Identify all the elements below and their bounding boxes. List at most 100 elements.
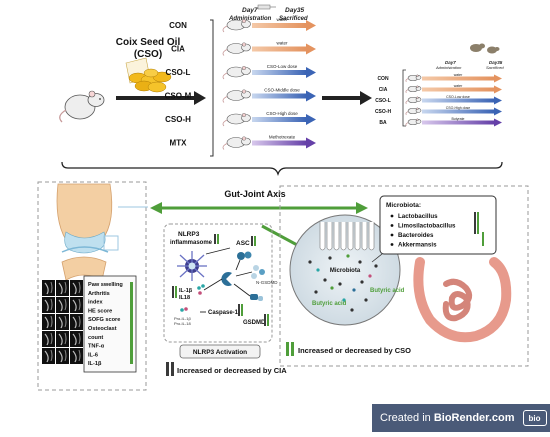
- mouse-icon: [470, 43, 500, 54]
- butyric-acid-label-1: Butyric acid: [370, 288, 405, 294]
- histology-image-grid: [42, 280, 83, 364]
- group-code: CON: [169, 21, 187, 30]
- joint-param-item: IL-1β: [88, 361, 102, 367]
- pro-il18-label: Pro-IL-18: [174, 321, 191, 326]
- group-timeline-bar: [252, 93, 306, 99]
- ngsdmd-icon: [251, 265, 265, 279]
- group2-timeline-bar: [422, 109, 494, 114]
- group-treatment: CSO-Low dose: [267, 64, 298, 69]
- bacterium-dot: [308, 260, 312, 264]
- nlrp3-label: NLRP3: [178, 231, 200, 238]
- il18-label: IL18: [179, 295, 190, 301]
- histology-image: [70, 280, 83, 296]
- group2-timeline-bar: [422, 120, 494, 125]
- group2-timeline-arrowhead: [494, 85, 502, 94]
- group-timeline-arrowhead: [306, 20, 316, 31]
- joint-param-item: IL-6: [88, 352, 98, 358]
- rat-icon: [222, 19, 251, 33]
- joint-param-item: Arthritis: [88, 291, 110, 297]
- groups-bracket: [210, 19, 214, 157]
- biorender-credit: Created in BioRender.com bio: [372, 404, 550, 432]
- bacterium-dot: [352, 288, 356, 292]
- group-code: CIA: [171, 45, 185, 54]
- group2-code: CSO-H: [375, 109, 392, 115]
- rat-icon: [405, 85, 422, 94]
- microbiota-list: LactobacillusLimosilactobacillusBacteroi…: [390, 213, 456, 249]
- histology-image: [42, 280, 55, 296]
- bacterium-dot: [374, 264, 378, 268]
- histology-image: [56, 331, 69, 347]
- group2-treatment: CSO-High dose: [446, 106, 471, 110]
- rat-icon: [59, 90, 105, 123]
- nlrp3-pathway-arrows: [200, 247, 253, 313]
- legend-cso-label: Increased or decreased by CSO: [298, 346, 411, 355]
- group-timeline-arrowhead: [306, 114, 316, 125]
- day35-label-2: Day35: [489, 60, 503, 65]
- bacterium-dot: [360, 280, 364, 284]
- administration-label-2: Administration: [435, 65, 462, 70]
- group-code: CSO-H: [165, 115, 191, 124]
- arrow-to-groups: [116, 91, 206, 105]
- group2-treatment: water: [454, 84, 463, 88]
- inflammasome-icon: [177, 251, 207, 281]
- microbiota-title: Microbiota:: [386, 202, 421, 209]
- histology-image: [56, 297, 69, 313]
- gut-panel: [279, 185, 529, 367]
- asc-label: ASC: [236, 240, 250, 247]
- microbiota-box: [379, 195, 497, 255]
- bacterium-dot: [358, 260, 362, 264]
- joint-panel: [37, 181, 147, 391]
- rat-icon: [222, 65, 251, 80]
- bullet-icon: [390, 214, 394, 218]
- inflammasome-label: inflammasome: [170, 240, 213, 246]
- nlrp3-panel: [163, 223, 273, 343]
- nlrp3-activation-box: [179, 344, 261, 359]
- sacrificed-label: Sacrificed: [279, 16, 308, 22]
- group2-treatment: water: [454, 73, 463, 77]
- joint-param-item: count: [88, 335, 103, 341]
- caspase1-icon: [221, 271, 232, 286]
- histology-image: [70, 331, 83, 347]
- group2-code: CIA: [379, 87, 388, 93]
- ngsdmd-label: N-GSDMD: [256, 280, 278, 285]
- group-timeline-arrowhead: [306, 43, 316, 55]
- group-timeline-bar: [252, 117, 306, 122]
- group-code: CSO-L: [166, 68, 191, 77]
- bacterium-dot: [328, 256, 332, 260]
- rat-icon: [222, 89, 251, 103]
- group-timeline-arrowhead: [306, 90, 316, 102]
- bacterium-dot: [364, 298, 368, 302]
- group2-treatment: Butyrate: [451, 117, 464, 121]
- knee-joint-icon: [56, 183, 119, 281]
- bacterium-dot: [314, 290, 318, 294]
- group-timeline-bar: [252, 70, 306, 75]
- histology-image: [56, 280, 69, 296]
- rat-icon: [222, 42, 251, 56]
- sacrificed-label-2: Sacrificed: [486, 65, 504, 70]
- rat-icon: [222, 112, 251, 127]
- cso-title: Coix Seed Oil: [116, 37, 181, 48]
- gsdmd-icon: [250, 294, 263, 301]
- joint-params-box: [83, 275, 137, 373]
- rat-icon: [405, 74, 422, 83]
- rat-icon: [222, 136, 251, 150]
- rat-icon: [405, 118, 422, 127]
- group2-code: CON: [377, 76, 389, 82]
- group2-timeline-bar: [422, 76, 494, 81]
- legend-cia-marker: [166, 362, 174, 376]
- group2-timeline-arrowhead: [494, 118, 502, 127]
- group-timeline-bar: [252, 46, 306, 52]
- villi: [319, 222, 375, 251]
- bacterium-dot: [350, 308, 354, 312]
- asc-bar-cso: [254, 236, 256, 246]
- histology-image: [70, 348, 83, 364]
- gsdmd-bar-cia: [264, 314, 266, 326]
- bacteria-dots: [308, 254, 378, 312]
- microbiota-item: Bacteroides: [398, 232, 434, 239]
- microbiota-label: Microbiota: [330, 268, 361, 274]
- bacterium-dot: [323, 278, 327, 282]
